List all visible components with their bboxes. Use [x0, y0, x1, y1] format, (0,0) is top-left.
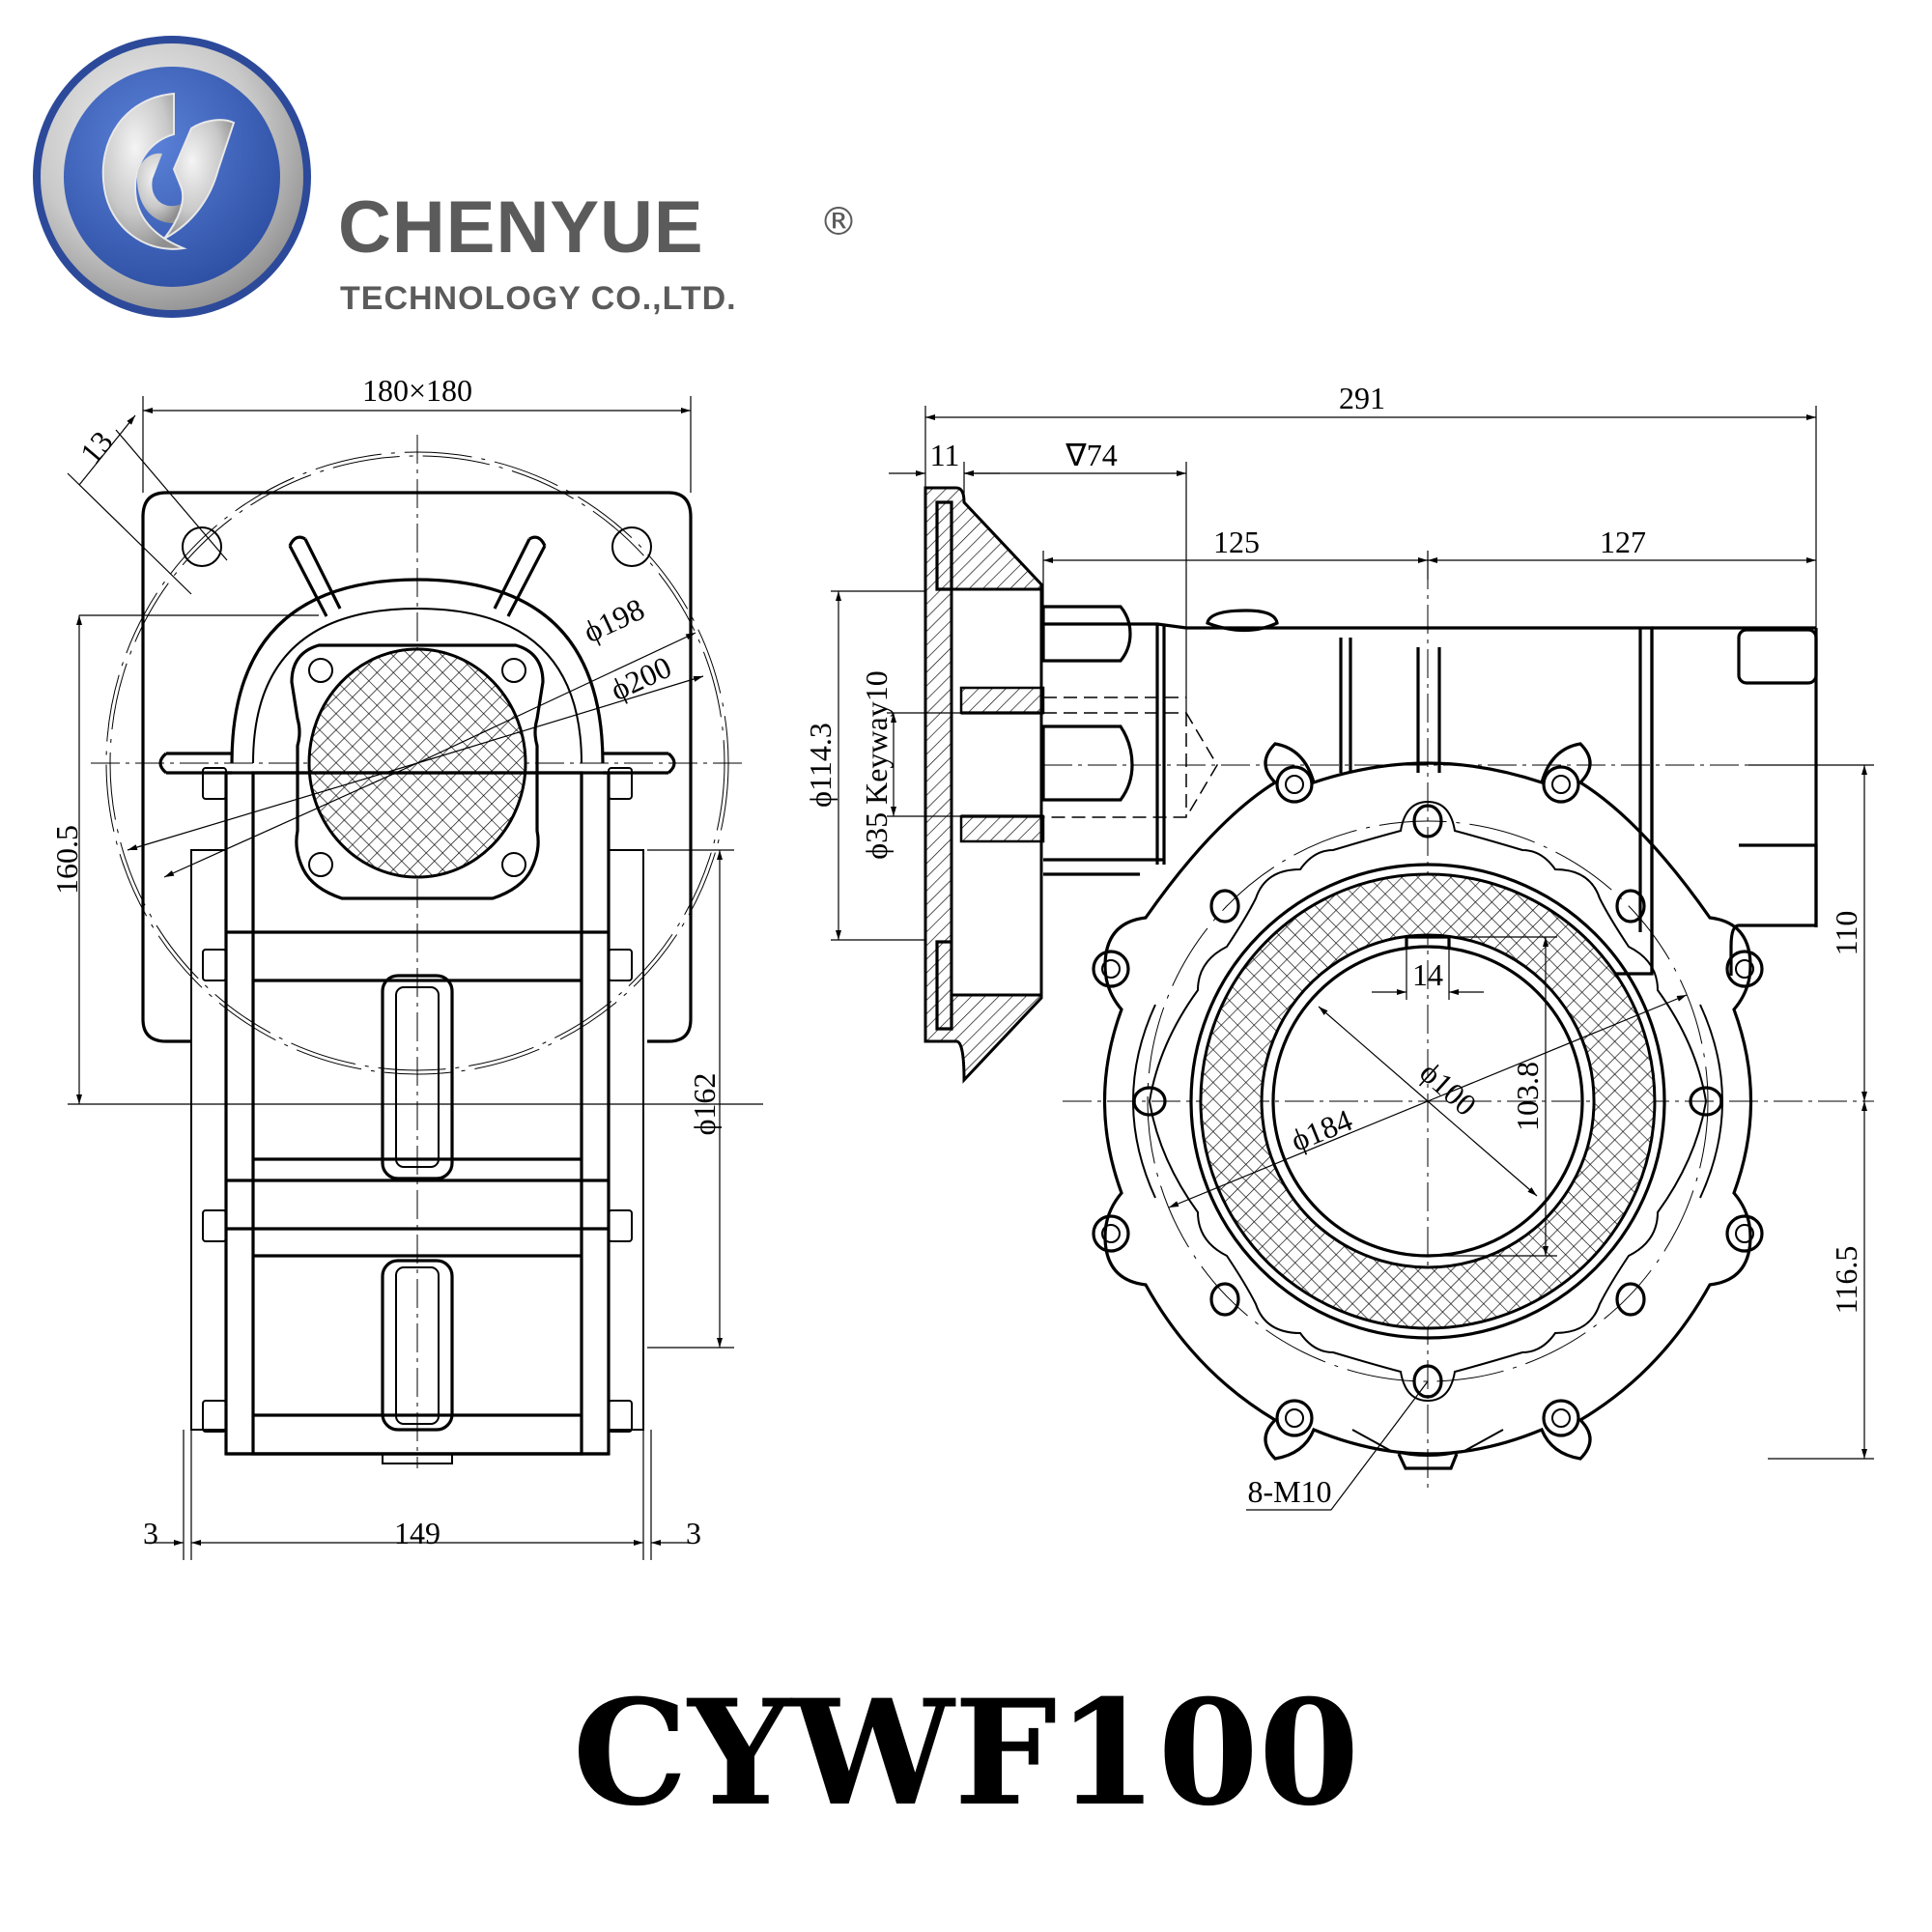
side-arms [158, 752, 676, 775]
dim-left-offset: 3 [143, 1516, 158, 1550]
dim-output-key-height: 103.8 [1510, 1062, 1545, 1131]
front-view-dimensions [67, 396, 734, 1560]
side-view [831, 406, 1874, 1511]
dim-spigot-diameter: ϕ114.3 [803, 723, 838, 808]
dim-input-bore: ϕ35 Keyway10 [859, 670, 894, 859]
center-slot-inner [395, 1266, 440, 1425]
center-slot-inner [395, 986, 440, 1168]
worm-boss-center [1041, 724, 1134, 802]
side-view-labels: 291 11 ∇74 125 127 ϕ114.3 ϕ35 Keyway10 1… [803, 381, 1863, 1509]
seal-ring-hatched [1199, 872, 1657, 1330]
registered-mark: ® [819, 200, 858, 244]
dim-input-to-center: 125 [1213, 525, 1260, 559]
flange-hole [308, 658, 333, 683]
model-title: CYWF100 [572, 1668, 1360, 1838]
flange-hole [501, 852, 526, 877]
dim-pilot-diameter: ϕ162 [687, 1073, 722, 1136]
seal-outer [1189, 863, 1666, 1340]
dim-bolt-circle-198: ϕ198 [578, 591, 649, 649]
dim-body-width: 149 [394, 1516, 440, 1550]
housing-ribs [226, 930, 609, 1456]
flange-hole [308, 852, 333, 877]
company-subtitle: TECHNOLOGY CO.,LTD. [340, 280, 737, 317]
cy-monogram-logo-icon [33, 36, 311, 318]
lifting-lug [493, 535, 547, 617]
flange-bore [950, 587, 1043, 997]
dim-lower-height: 116.5 [1829, 1246, 1863, 1315]
dim-upper-height: 110 [1829, 911, 1863, 956]
vent-plug [1206, 609, 1279, 633]
worm-boss-top [1041, 605, 1132, 663]
company-name: CHENYUE [338, 186, 704, 269]
output-bolt-holes [1092, 765, 1764, 1437]
dim-output-pcd: ϕ184 [1286, 1102, 1357, 1158]
side-plate-left [190, 849, 227, 1431]
input-housing-inner [252, 607, 582, 764]
side-plate-right [608, 849, 644, 1431]
housing-bolts [202, 767, 633, 1433]
front-view-labels: 180×180 13 ϕ198 ϕ200 160.5 ϕ162 149 3 3 [49, 373, 722, 1550]
dim-flange-square: 180×180 [362, 373, 472, 408]
inner-flange-outline [1148, 800, 1708, 1403]
side-view-dimensions [831, 406, 1874, 1511]
dim-hole-offset: 13 [73, 424, 120, 470]
drain-plug-bottom [1397, 1453, 1459, 1470]
dim-overall-length: 291 [1339, 381, 1385, 415]
center-slot [381, 1259, 454, 1432]
dim-output-bore: ϕ100 [1413, 1055, 1483, 1122]
front-view [67, 396, 763, 1560]
bushing-section [959, 814, 1045, 843]
flange-plate [141, 491, 693, 1043]
pcd-phantom [1147, 820, 1709, 1382]
output-end-boss [1737, 628, 1818, 685]
mounting-hole [611, 526, 652, 567]
center-slot [381, 974, 454, 1180]
dim-center-to-end: 127 [1600, 525, 1646, 559]
dim-flange-thickness: 11 [930, 438, 960, 472]
input-housing-arch [230, 578, 605, 764]
bushing-section [959, 686, 1045, 715]
drain-plug [382, 1454, 453, 1464]
dim-right-offset: 3 [686, 1516, 701, 1550]
flange-hole [501, 658, 526, 683]
dim-mounting-holes: 8-M10 [1247, 1474, 1331, 1509]
dim-bore-depth: ∇74 [1065, 438, 1117, 472]
dim-center-height: 160.5 [49, 825, 84, 895]
motor-flange [290, 643, 545, 900]
mounting-hole [182, 526, 222, 567]
output-housing-outline [1102, 742, 1753, 1461]
output-end-lower [1729, 843, 1818, 976]
dim-output-keyway: 14 [1412, 957, 1443, 992]
lifting-lug [288, 535, 342, 617]
